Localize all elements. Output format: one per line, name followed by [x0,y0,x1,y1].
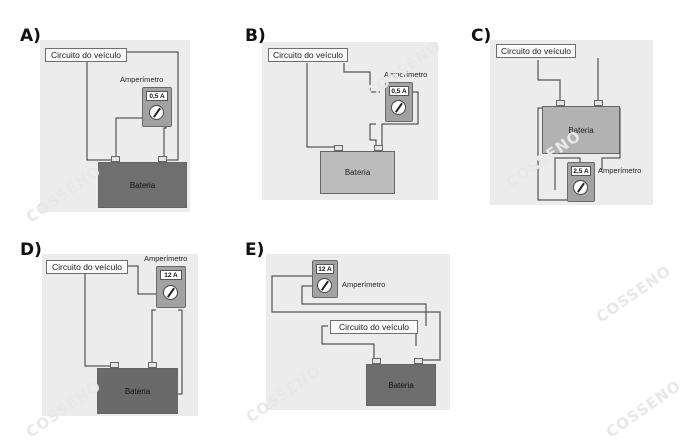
ammeter-label: Amperímetro [120,75,164,84]
battery-terminal-positive [414,358,423,364]
option-letter-e: E) [245,240,265,260]
ammeter: 12 A [156,266,186,308]
ammeter: 12 A [312,260,338,298]
wires-e [271,275,441,361]
battery-terminal-positive [148,362,157,368]
option-letter-a: A) [20,26,41,46]
battery-terminal-negative [372,358,381,364]
battery-terminal-positive [374,145,383,151]
battery-terminal-negative [111,156,120,162]
battery-terminal-negative [110,362,119,368]
vehicle-circuit-box: Circuito do veículo [268,48,348,62]
option-letter-c: C) [471,26,492,46]
battery-terminal-positive [594,100,603,106]
battery: Bateria [542,106,620,154]
ammeter-reading: 0,5 A [389,86,409,96]
battery-terminal-negative [556,100,565,106]
battery-terminal-negative [334,145,343,151]
diagram-a: Circuito do veículo Amperímetro 0,5 A Ba… [40,40,190,212]
ammeter-dial-icon [317,278,332,293]
ammeter-dial-icon [391,100,406,115]
option-letter-d: D) [20,240,42,260]
vehicle-circuit-box: Circuito do veículo [46,260,128,274]
ammeter: 0,5 A [142,87,172,127]
diagram-b: Circuito do veículo Amperímetro 0,5 A Ba… [262,42,438,200]
watermark: COSSENO [592,261,675,327]
ammeter-label: Amperímetro [598,166,642,175]
ammeter: 0,5 A [385,82,413,122]
battery: Bateria [366,364,436,406]
ammeter-label: Amperímetro [384,70,428,79]
diagram-d: Circuito do veículo Amperímetro 12 A Bat… [42,254,198,416]
diagram-c: Circuito do veículo Bateria 2,5 A Amperí… [490,40,653,205]
ammeter-dial-icon [149,105,164,120]
battery: Bateria [97,368,178,414]
wires-d [84,265,183,395]
battery: Bateria [98,162,187,208]
ammeter-label: Amperímetro [342,280,386,289]
vehicle-circuit-box: Circuito do veículo [330,320,418,334]
battery: Bateria [320,151,395,194]
ammeter-reading: 2,5 A [571,166,591,176]
battery-terminal-positive [158,156,167,162]
ammeter-reading: 0,5 A [146,91,168,101]
watermark: COSSENO [602,376,685,442]
ammeter: 2,5 A [567,162,595,202]
ammeter-dial-icon [163,285,178,300]
ammeter-reading: 12 A [160,270,182,280]
vehicle-circuit-box: Circuito do veículo [496,44,576,58]
option-letter-b: B) [245,26,266,46]
ammeter-dial-icon [573,180,588,195]
ammeter-label: Amperímetro [144,254,188,263]
ammeter-reading: 12 A [316,264,334,274]
vehicle-circuit-box: Circuito do veículo [45,48,127,62]
diagram-e: 12 A Amperímetro Circuito do veículo Bat… [266,254,450,410]
